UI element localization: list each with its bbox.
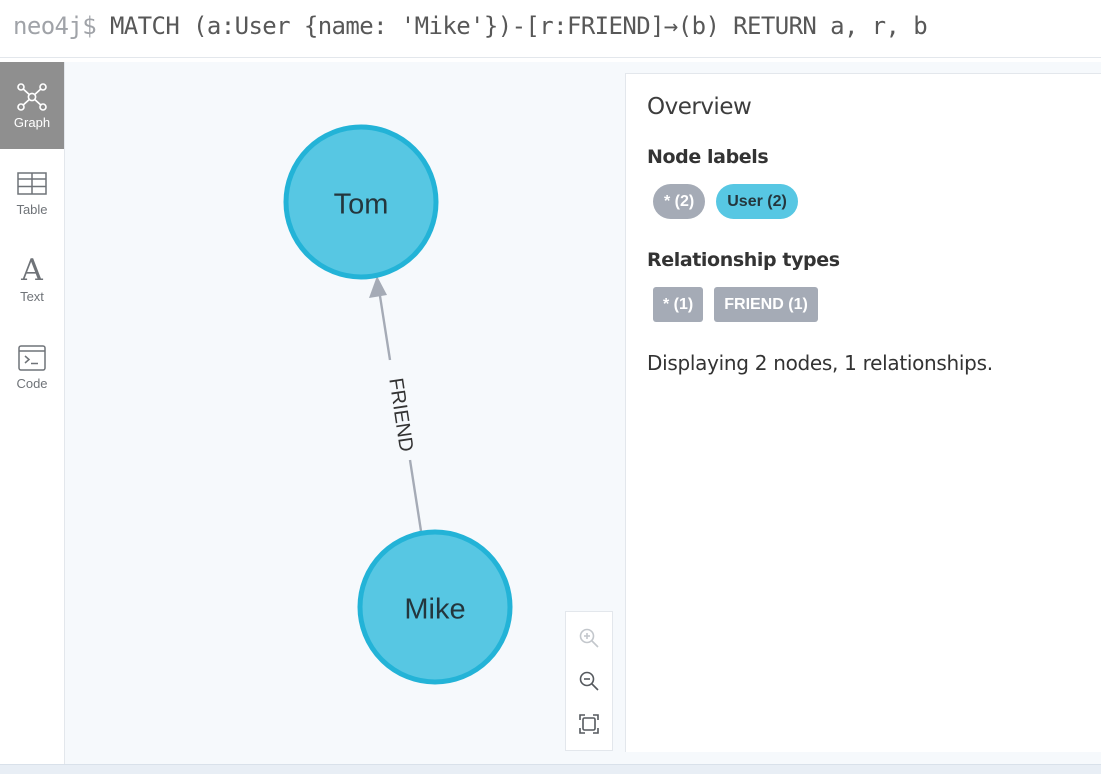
fit-to-screen-button[interactable] xyxy=(574,709,604,739)
relationship-arrowhead xyxy=(369,276,387,298)
zoom-out-icon xyxy=(579,671,599,691)
node-labels-list: * (2) User (2) xyxy=(647,184,1101,219)
relationship-types-list: * (1) FRIEND (1) xyxy=(647,287,1101,322)
text-icon: A xyxy=(21,253,43,288)
graph-svg: FRIEND Tom Mike xyxy=(283,124,513,685)
view-table-label: Table xyxy=(16,202,48,217)
view-graph-button[interactable]: Graph xyxy=(0,62,64,149)
zoom-controls xyxy=(565,611,613,751)
view-code-label: Code xyxy=(16,376,48,391)
node-tom-circle xyxy=(283,124,439,280)
overview-title: Overview xyxy=(647,94,752,120)
footer-strip xyxy=(0,764,1101,774)
code-icon xyxy=(15,342,49,374)
node-mike[interactable]: Mike xyxy=(357,529,513,685)
node-tom-label: Tom xyxy=(334,189,389,221)
graph-icon xyxy=(15,81,49,113)
relationship-friend[interactable]: FRIEND xyxy=(369,276,423,532)
node-mike-circle xyxy=(357,529,513,685)
fit-icon xyxy=(579,714,599,735)
relationship-line-upper xyxy=(378,295,392,361)
node-label-user[interactable]: User (2) xyxy=(716,184,798,219)
table-icon xyxy=(15,168,49,200)
relationship-type-friend[interactable]: FRIEND (1) xyxy=(714,287,818,322)
query-editor[interactable]: neo4j$ MATCH (a:User {name: 'Mike'})-[r:… xyxy=(0,0,1101,58)
zoom-in-button[interactable] xyxy=(574,623,604,653)
query-text[interactable]: MATCH (a:User {name: 'Mike'})-[r:FRIEND]… xyxy=(96,12,928,40)
overview-status: Displaying 2 nodes, 1 relationships. xyxy=(647,351,993,375)
zoom-out-button[interactable] xyxy=(574,666,604,696)
relationship-type-all[interactable]: * (1) xyxy=(653,287,704,322)
relationship-line-lower xyxy=(408,459,423,532)
relationship-label: FRIEND xyxy=(384,376,417,453)
view-graph-label: Graph xyxy=(13,115,51,130)
query-prompt: neo4j$ xyxy=(13,12,97,40)
view-text-label: Text xyxy=(20,289,44,304)
view-text-button[interactable]: A Text xyxy=(0,236,64,323)
node-label-all[interactable]: * (2) xyxy=(653,184,706,219)
node-mike-label: Mike xyxy=(404,594,465,626)
node-labels-heading: Node labels xyxy=(647,146,769,168)
view-switcher: Graph Table A Text xyxy=(0,62,65,764)
node-tom[interactable]: Tom xyxy=(283,124,439,280)
zoom-in-icon xyxy=(579,628,599,648)
view-table-button[interactable]: Table xyxy=(0,149,64,236)
relationship-types-heading: Relationship types xyxy=(647,249,840,271)
view-code-button[interactable]: Code xyxy=(0,323,64,410)
overview-panel: Overview Node labels * (2) User (2) Rela… xyxy=(625,73,1101,752)
